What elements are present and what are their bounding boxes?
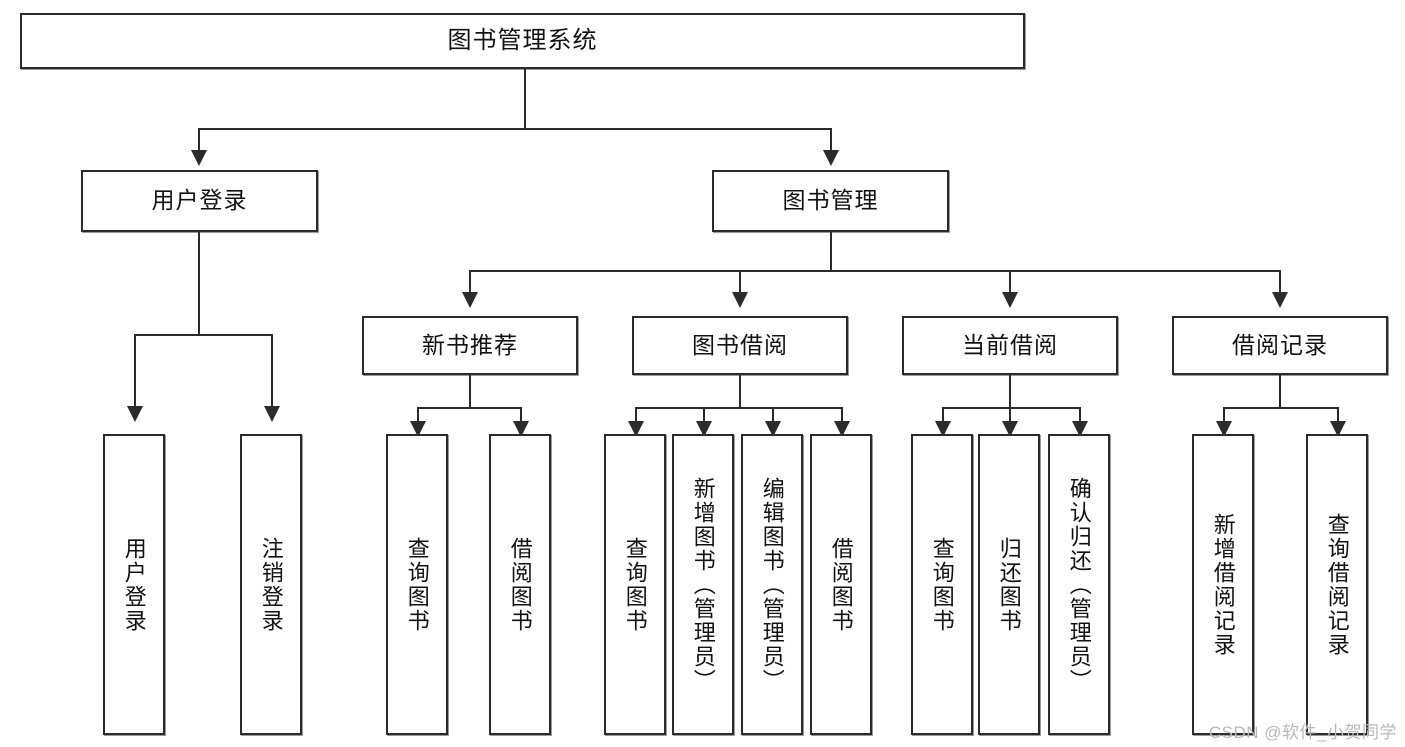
node-borrow-record[interactable]: 借阅记录 bbox=[1172, 316, 1388, 375]
edge-br-to-leaf-2 bbox=[1337, 407, 1339, 425]
edge-cb-to-leaf-1 bbox=[942, 407, 944, 425]
node-label: 借阅记录 bbox=[1232, 331, 1328, 358]
node-label: 新增图书（管理员） bbox=[690, 476, 716, 693]
node-leaf-add-book[interactable]: 新增图书（管理员） bbox=[672, 434, 734, 735]
edge-bb-to-leaf-1 bbox=[635, 407, 637, 425]
node-leaf-query-book-3[interactable]: 查询图书 bbox=[911, 434, 973, 735]
node-label: 确认归还（管理员） bbox=[1066, 476, 1092, 693]
node-root-book-management-system[interactable]: 图书管理系统 bbox=[20, 13, 1025, 69]
node-label: 借阅图书 bbox=[507, 536, 533, 633]
node-leaf-user-login[interactable]: 用户登录 bbox=[103, 434, 165, 735]
edge-book-borrow-bar bbox=[635, 407, 843, 409]
node-user-login[interactable]: 用户登录 bbox=[81, 170, 318, 232]
node-leaf-confirm-return[interactable]: 确认归还（管理员） bbox=[1048, 434, 1110, 735]
edge-new-book-recommend-bar bbox=[417, 407, 522, 409]
arrow-cb-to-leaf-2-icon bbox=[1002, 421, 1018, 437]
edge-bb-to-leaf-3 bbox=[772, 407, 774, 425]
node-leaf-borrow-book-1[interactable]: 借阅图书 bbox=[489, 434, 551, 735]
arrow-user-login-to-leaf-2-icon bbox=[264, 406, 280, 422]
node-label: 图书借阅 bbox=[692, 331, 788, 358]
arrow-to-current-borrow-icon bbox=[1002, 292, 1018, 308]
node-book-borrow[interactable]: 图书借阅 bbox=[632, 316, 848, 375]
node-label: 用户登录 bbox=[151, 187, 248, 214]
node-new-book-recommend[interactable]: 新书推荐 bbox=[362, 316, 578, 375]
edge-new-book-recommend-stem bbox=[469, 375, 471, 409]
edge-book-borrow-stem bbox=[739, 375, 741, 409]
edge-book-management-to-current-borrow bbox=[1009, 270, 1011, 296]
edge-user-login-to-leaf-2 bbox=[271, 334, 273, 410]
arrow-to-book-borrow-icon bbox=[732, 292, 748, 308]
edge-book-management-to-book-borrow bbox=[739, 270, 741, 296]
arrow-bb-to-leaf-3-icon bbox=[765, 421, 781, 437]
node-label: 注销登录 bbox=[258, 536, 284, 633]
edge-root-stem bbox=[524, 69, 526, 129]
node-label: 查询借阅记录 bbox=[1324, 512, 1350, 657]
edge-current-borrow-bar bbox=[942, 407, 1081, 409]
node-leaf-query-book-1[interactable]: 查询图书 bbox=[386, 434, 448, 735]
node-label: 新增借阅记录 bbox=[1210, 512, 1236, 657]
node-label: 编辑图书（管理员） bbox=[759, 476, 785, 693]
edge-user-login-stem bbox=[198, 232, 200, 336]
node-label: 借阅图书 bbox=[828, 536, 854, 633]
edge-br-to-leaf-1 bbox=[1223, 407, 1225, 425]
node-label: 用户登录 bbox=[121, 536, 147, 633]
node-leaf-query-book-2[interactable]: 查询图书 bbox=[604, 434, 666, 735]
arrow-to-borrow-record-icon bbox=[1272, 292, 1288, 308]
node-label: 查询图书 bbox=[622, 536, 648, 633]
edge-current-borrow-stem bbox=[1009, 375, 1011, 409]
edge-book-management-to-new-book-recommend bbox=[469, 270, 471, 296]
node-label: 查询图书 bbox=[404, 536, 430, 633]
node-current-borrow[interactable]: 当前借阅 bbox=[902, 316, 1118, 375]
node-label: 图书管理 bbox=[782, 187, 879, 214]
edge-cb-to-leaf-3 bbox=[1079, 407, 1081, 425]
node-label: 当前借阅 bbox=[962, 331, 1058, 358]
arrow-br-to-leaf-2-icon bbox=[1330, 421, 1346, 437]
edge-bb-to-leaf-2 bbox=[703, 407, 705, 425]
arrow-cb-to-leaf-3-icon bbox=[1072, 421, 1088, 437]
node-book-management[interactable]: 图书管理 bbox=[712, 170, 949, 232]
node-leaf-edit-book[interactable]: 编辑图书（管理员） bbox=[741, 434, 803, 735]
edge-nbr-to-leaf-2 bbox=[520, 407, 522, 425]
edge-book-management-to-borrow-record bbox=[1279, 270, 1281, 296]
csdn-watermark: CSDN @软件_小贺同学 bbox=[1208, 723, 1397, 742]
edge-root-to-user-login bbox=[198, 128, 200, 154]
edge-borrow-record-stem bbox=[1279, 375, 1281, 409]
arrow-br-to-leaf-1-icon bbox=[1216, 421, 1232, 437]
edge-bb-to-leaf-4 bbox=[841, 407, 843, 425]
edge-book-management-bar bbox=[469, 270, 1281, 272]
arrow-bb-to-leaf-1-icon bbox=[628, 421, 644, 437]
arrow-nbr-to-leaf-1-icon bbox=[410, 421, 426, 437]
arrow-nbr-to-leaf-2-icon bbox=[513, 421, 529, 437]
arrow-root-to-user-login-icon bbox=[191, 150, 207, 166]
node-label: 新书推荐 bbox=[422, 331, 518, 358]
node-leaf-borrow-book-2[interactable]: 借阅图书 bbox=[810, 434, 872, 735]
edge-root-bar bbox=[198, 128, 832, 130]
edge-book-management-stem bbox=[830, 232, 832, 272]
node-label: 图书管理系统 bbox=[447, 26, 598, 54]
arrow-bb-to-leaf-4-icon bbox=[834, 421, 850, 437]
edge-borrow-record-bar bbox=[1223, 407, 1338, 409]
edge-cb-to-leaf-2 bbox=[1009, 407, 1011, 425]
edge-user-login-to-leaf-1 bbox=[134, 334, 136, 410]
node-label: 归还图书 bbox=[996, 536, 1022, 633]
arrow-to-new-book-recommend-icon bbox=[462, 292, 478, 308]
arrow-cb-to-leaf-1-icon bbox=[935, 421, 951, 437]
node-label: 查询图书 bbox=[929, 536, 955, 633]
arrow-bb-to-leaf-2-icon bbox=[696, 421, 712, 437]
arrow-user-login-to-leaf-1-icon bbox=[127, 406, 143, 422]
node-leaf-add-record[interactable]: 新增借阅记录 bbox=[1192, 434, 1254, 735]
node-leaf-return-book[interactable]: 归还图书 bbox=[978, 434, 1040, 735]
node-leaf-logout[interactable]: 注销登录 bbox=[240, 434, 302, 735]
edge-root-to-book-management bbox=[830, 128, 832, 154]
edge-nbr-to-leaf-1 bbox=[417, 407, 419, 425]
edge-user-login-bar bbox=[134, 334, 273, 336]
node-leaf-query-record[interactable]: 查询借阅记录 bbox=[1306, 434, 1368, 735]
arrow-root-to-book-management-icon bbox=[823, 150, 839, 166]
